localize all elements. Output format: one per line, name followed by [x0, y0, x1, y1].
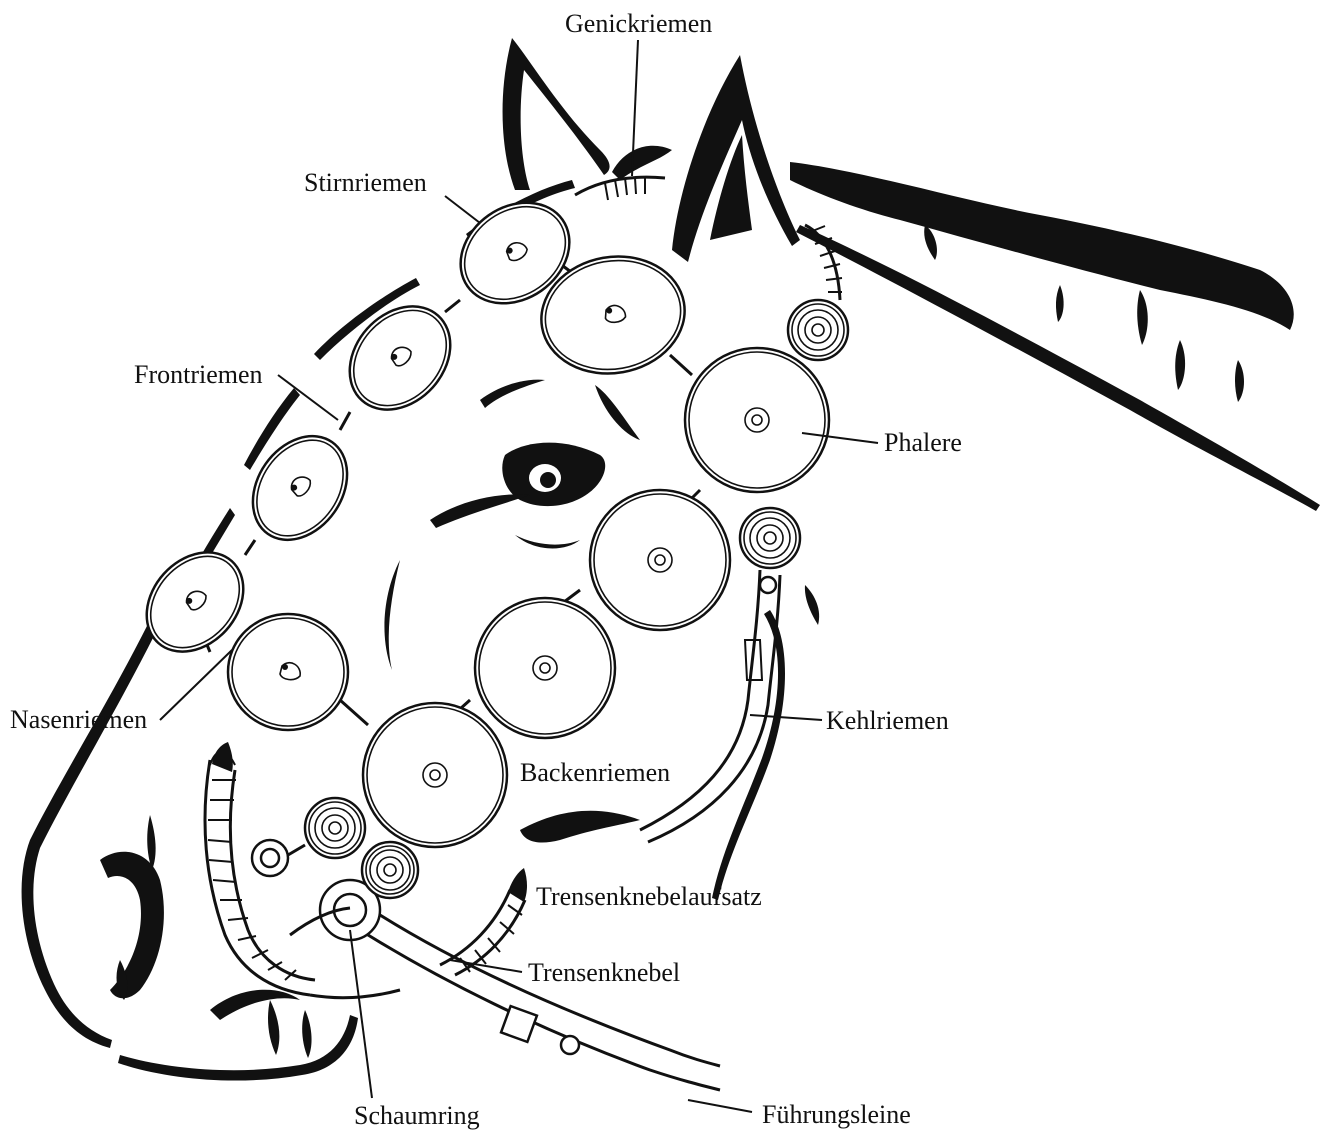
chin-strap: [310, 990, 400, 998]
mouth: [118, 1015, 358, 1081]
disc-outer: [788, 300, 848, 360]
disc-outer: [233, 418, 366, 558]
left-ear: [503, 38, 610, 190]
label-fuehrungsleine: Führungsleine: [762, 1102, 911, 1128]
front-strap-link: [445, 300, 460, 312]
mane-mark: [1056, 285, 1064, 322]
cheek-stroke: [430, 494, 530, 528]
eye-pupil: [540, 472, 556, 488]
jaw-line: [520, 811, 640, 843]
forelock: [612, 146, 672, 180]
leader-stirnriemen: [445, 196, 480, 223]
small-phalere: [305, 798, 365, 858]
disc-outer: [685, 348, 829, 492]
label-phalere: Phalere: [884, 430, 962, 456]
disc-outer: [740, 508, 800, 568]
cheek-strap-link: [670, 355, 692, 375]
leader-nasenriemen: [160, 650, 232, 720]
muzzle-stroke: [268, 1000, 279, 1055]
small-phalere: [362, 842, 418, 898]
nostril: [100, 852, 164, 998]
bit-toggle-cap: [508, 868, 527, 902]
disc-outer: [228, 614, 348, 730]
label-kehlriemen: Kehlriemen: [826, 708, 949, 734]
lead-rope-end: [561, 1036, 579, 1054]
mane-mark: [1235, 360, 1244, 402]
phalere-disc: [685, 348, 829, 492]
mane-mark: [924, 225, 937, 260]
mane-mark: [1175, 340, 1185, 390]
label-backenriemen: Backenriemen: [520, 760, 670, 786]
nose-band-cap: [212, 742, 233, 772]
eye-lower: [515, 535, 580, 548]
label-nasenriemen: Nasenriemen: [10, 707, 147, 733]
lower-lip: [210, 990, 300, 1020]
label-stirnriemen: Stirnriemen: [304, 170, 427, 196]
disc-dot: [282, 664, 288, 670]
front-strap-link: [340, 412, 350, 430]
disc-outer: [305, 798, 365, 858]
front-strap-link: [245, 540, 255, 555]
label-frontriemen: Frontriemen: [134, 362, 263, 388]
mane-mark: [1137, 290, 1148, 345]
side-ring-link: [288, 845, 305, 855]
small-phalere: [740, 508, 800, 568]
label-genickriemen: Genickriemen: [565, 11, 712, 37]
disc-outer: [590, 490, 730, 630]
phalere-disc: [363, 703, 507, 847]
throat-mark: [805, 585, 819, 625]
phalere-disc: [590, 490, 730, 630]
disc-group: [127, 182, 848, 898]
leader-fuehrungsleine: [688, 1100, 752, 1112]
eyebrow: [595, 385, 640, 440]
phalere-disc: [475, 598, 615, 738]
cheek-stroke: [384, 560, 400, 670]
lead-rope: [360, 930, 720, 1090]
nose-band: [205, 760, 310, 995]
leader-schaumring: [350, 930, 372, 1098]
throat-ring: [760, 577, 776, 593]
cheek-strap-link: [340, 700, 368, 725]
phalere-disc: [233, 418, 366, 558]
phalere-disc: [228, 614, 348, 730]
leader-trensenknebel: [450, 960, 522, 972]
lead-rope-edge: [380, 915, 720, 1066]
bit-toggle-wrap: [460, 905, 522, 972]
disc-outer: [475, 598, 615, 738]
label-trensenknebelaufsatz: Trensenknebelaufsatz: [536, 884, 762, 910]
muzzle-stroke: [302, 1010, 311, 1058]
eye-lid: [480, 380, 545, 408]
side-ring-hole: [261, 849, 279, 867]
mane: [790, 162, 1294, 330]
disc-outer: [363, 703, 507, 847]
label-schaumring: Schaumring: [354, 1103, 480, 1129]
small-phalere: [788, 300, 848, 360]
crown-strap: [575, 177, 665, 195]
label-trensenknebel: Trensenknebel: [528, 960, 680, 986]
leader-kehlriemen: [750, 715, 822, 720]
